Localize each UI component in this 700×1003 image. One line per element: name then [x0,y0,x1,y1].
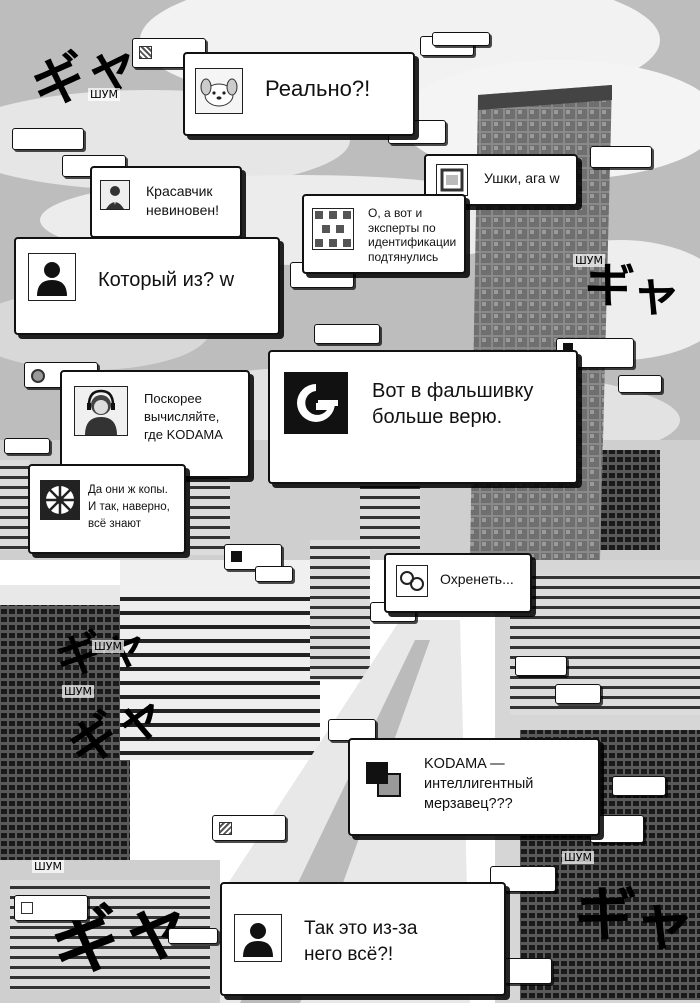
headset-man-icon [74,386,128,436]
sfx-label: ШУМ [562,851,594,864]
message-text: Ушки, ага w [484,170,560,186]
blank-message [12,128,84,150]
blank-message [612,776,666,796]
fan-icon [40,480,80,520]
chat-message: Да они ж копы. И так, наверно, всё знают [28,464,186,554]
squares-icon [364,760,404,800]
blank-message [515,656,567,676]
chat-message: KODAMA — интеллигентный мерзавец??? [348,738,600,836]
blank-message [212,815,286,841]
message-text: KODAMA — интеллигентный мерзавец??? [424,756,534,812]
blank-message [168,928,218,944]
message-text: Да они ж копы. И так, наверно, всё знают [88,484,170,530]
message-text: Вот в фальшивку больше верю. [372,380,534,428]
chat-message: Так это из-за него всё?! [220,882,506,996]
blank-message [255,566,293,582]
chat-message: Поскорее вычисляйте, где KODAMA [60,370,250,478]
blank-message [224,544,282,570]
blank-message [4,438,50,454]
blank-message [314,324,380,344]
sfx-label: ШУМ [32,860,64,873]
frame-icon [436,164,468,196]
chat-message: Ушки, ага w [424,154,578,206]
user-silhouette-icon [234,914,282,962]
man-portrait-icon [100,180,130,210]
message-text: Красавчик невиновен! [146,183,219,218]
chat-message: Красавчик невиновен! [90,166,242,238]
sfx-label: ШУМ [92,640,124,653]
message-text: Поскорее вычисляйте, где KODAMA [144,391,223,442]
sfx-label: ШУМ [573,254,605,267]
handcuffs-icon [396,565,428,597]
message-text: О, а вот и эксперты по идентификации под… [368,206,457,264]
sfx-squiggle: ギャ [569,875,699,962]
dog-icon [195,68,243,114]
chat-message: Вот в фальшивку больше верю. [268,350,578,484]
blank-message [555,684,601,704]
chat-message: О, а вот и эксперты по идентификации под… [302,194,466,274]
blank-message [14,895,88,921]
user-silhouette-icon [28,253,76,301]
message-text: Который из? w [98,269,235,291]
chat-message: Реально?! [183,52,415,136]
sfx-label: ШУМ [88,88,120,101]
pattern-icon [312,208,354,250]
blank-message [590,146,652,168]
sfx-label: ШУМ [62,685,94,698]
message-text: Реально?! [265,76,371,101]
blank-message [432,32,490,46]
chat-message: Который из? w [14,237,280,335]
message-text: Так это из-за него всё?! [304,918,418,965]
message-text: Охренеть... [440,571,514,587]
blank-message [618,375,662,393]
g-logo-icon [284,372,348,434]
chat-message: Охренеть... [384,553,532,613]
